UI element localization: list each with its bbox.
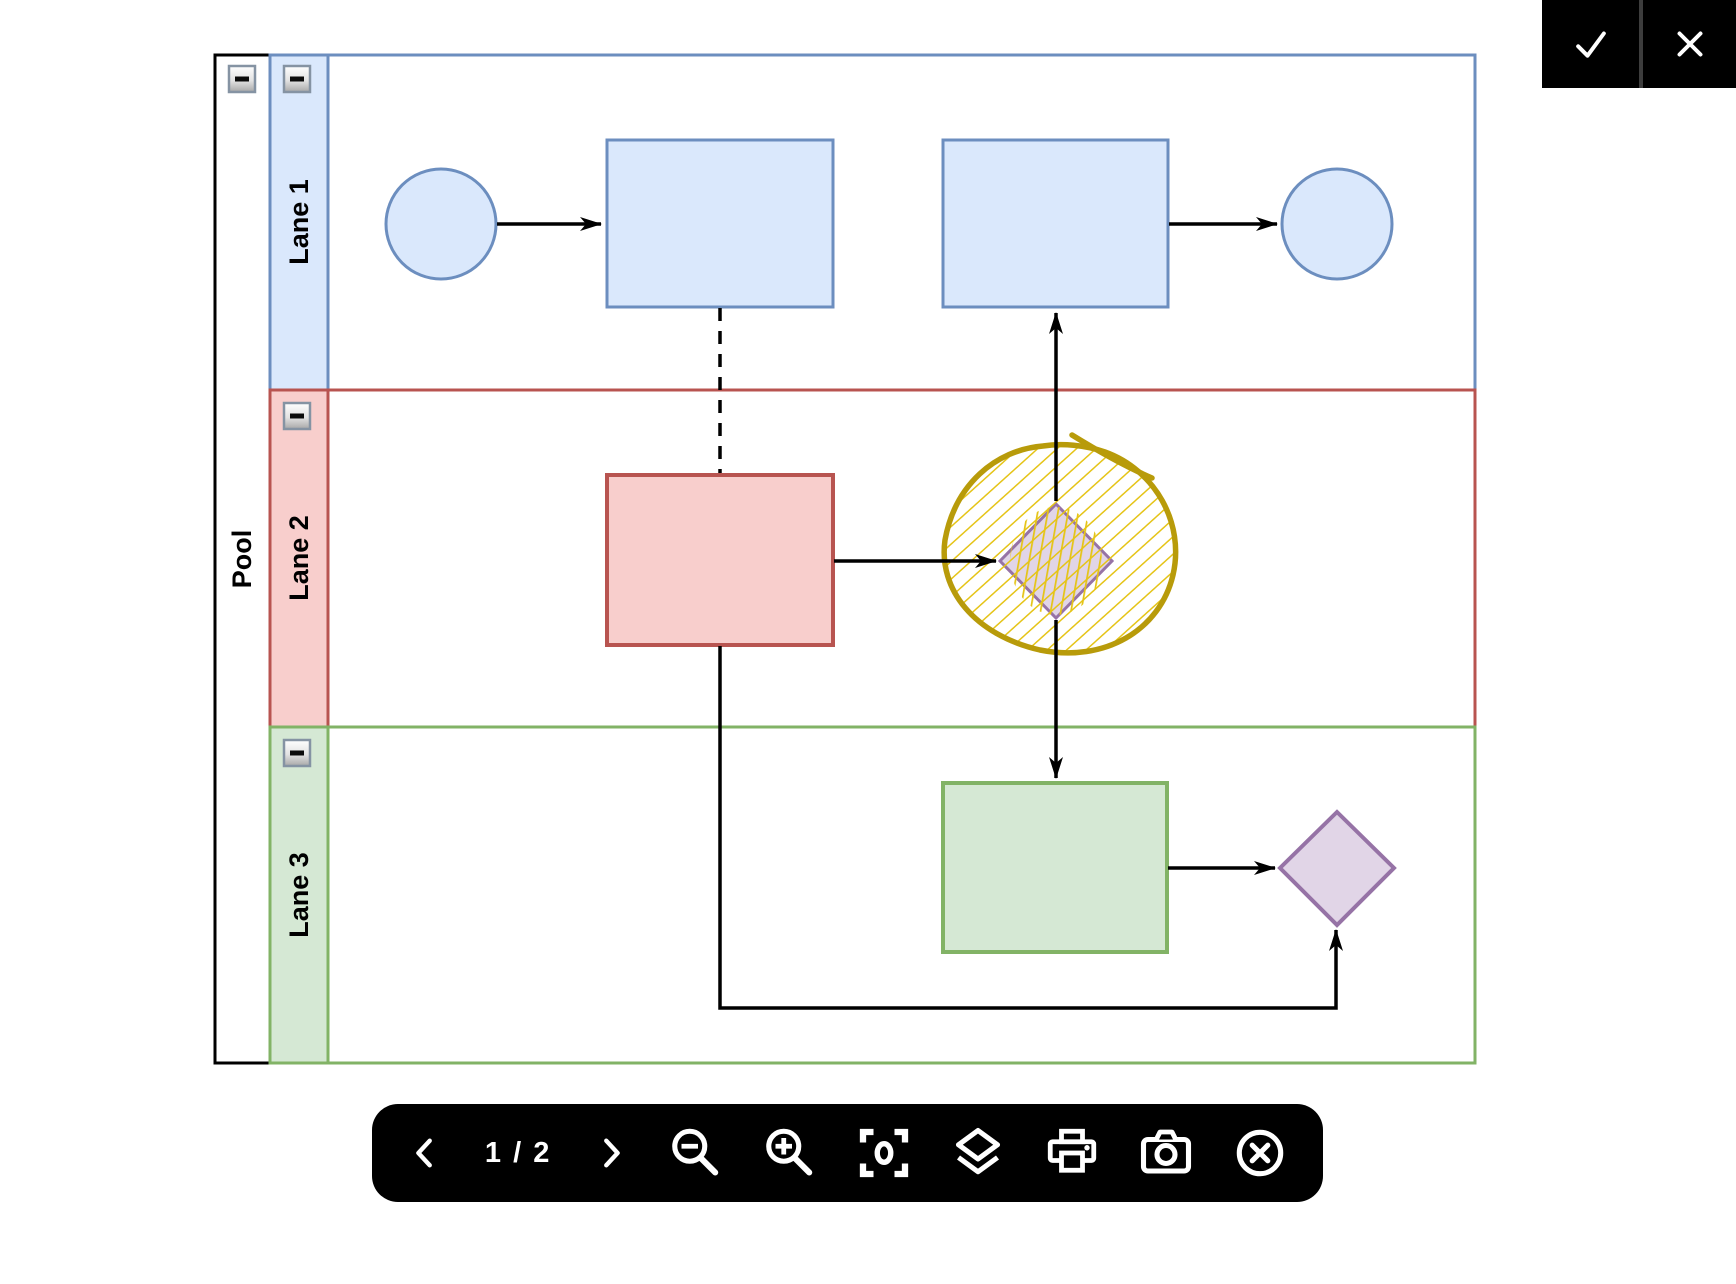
- lane-3: Lane 3: [268, 725, 1477, 1065]
- scribble-hatch-fill: [944, 444, 1176, 653]
- chevron-left-icon: [416, 1138, 432, 1168]
- scribble-tail-stroke: [1069, 432, 1155, 481]
- close-viewer-button[interactable]: [1233, 1126, 1287, 1180]
- task-4-rect: [941, 781, 1169, 954]
- gateway-2-diamond: [1277, 809, 1397, 928]
- lane-1-collapse-button[interactable]: [282, 64, 312, 94]
- layers-button[interactable]: [951, 1126, 1005, 1180]
- chevron-right-icon: [604, 1138, 621, 1168]
- lane-3-collapse-button[interactable]: [282, 738, 312, 768]
- close-circle-icon: [1236, 1129, 1284, 1177]
- minus-icon: [290, 76, 304, 82]
- lane-2-title: Lane 2: [284, 515, 314, 601]
- minus-icon: [290, 413, 304, 419]
- print-icon: [1047, 1128, 1096, 1173]
- layers-icon: [955, 1127, 1000, 1175]
- task-2-rect: [941, 138, 1170, 309]
- connectors: [497, 217, 1343, 1010]
- zoom-in-button[interactable]: [762, 1126, 816, 1180]
- minus-icon: [235, 76, 249, 82]
- lane-3-title: Lane 3: [284, 852, 314, 938]
- pool-title: Pool: [227, 530, 257, 589]
- lane-3-title-column: [268, 725, 330, 1065]
- close-icon: [1677, 31, 1702, 57]
- task-3-rect: [605, 473, 835, 647]
- check-icon: [1575, 31, 1606, 58]
- reset-view-button[interactable]: [857, 1126, 911, 1180]
- lane-2: Lane 2: [268, 388, 1477, 729]
- page-indicator: 1 / 2: [484, 1136, 552, 1169]
- next-page-button[interactable]: [594, 1126, 628, 1180]
- zoom-out-icon: [672, 1128, 719, 1176]
- camera-button[interactable]: [1139, 1126, 1193, 1180]
- lane-1-title: Lane 1: [284, 179, 314, 265]
- zoom-out-button[interactable]: [668, 1126, 722, 1180]
- highlighter-scribble: [941, 432, 1179, 656]
- window-actions: [1542, 0, 1736, 88]
- confirm-button[interactable]: [1542, 0, 1639, 88]
- connector-task3-to-gateway2: [718, 646, 1343, 1010]
- viewer-toolbar: 1 / 2: [372, 1104, 1323, 1202]
- lane-2-collapse-button[interactable]: [282, 401, 312, 431]
- zoom-in-icon: [766, 1128, 813, 1176]
- print-button[interactable]: [1045, 1126, 1099, 1180]
- task-1-rect: [605, 138, 835, 309]
- scribble-outline: [941, 441, 1179, 656]
- fit-page-icon: [859, 1128, 908, 1178]
- pool-collapse-button[interactable]: [227, 64, 257, 94]
- end-event-circle: [1280, 167, 1394, 281]
- close-window-button[interactable]: [1639, 0, 1736, 88]
- camera-icon: [1140, 1129, 1191, 1174]
- start-event-circle: [384, 167, 498, 281]
- minus-icon: [290, 750, 304, 756]
- previous-page-button[interactable]: [408, 1126, 442, 1180]
